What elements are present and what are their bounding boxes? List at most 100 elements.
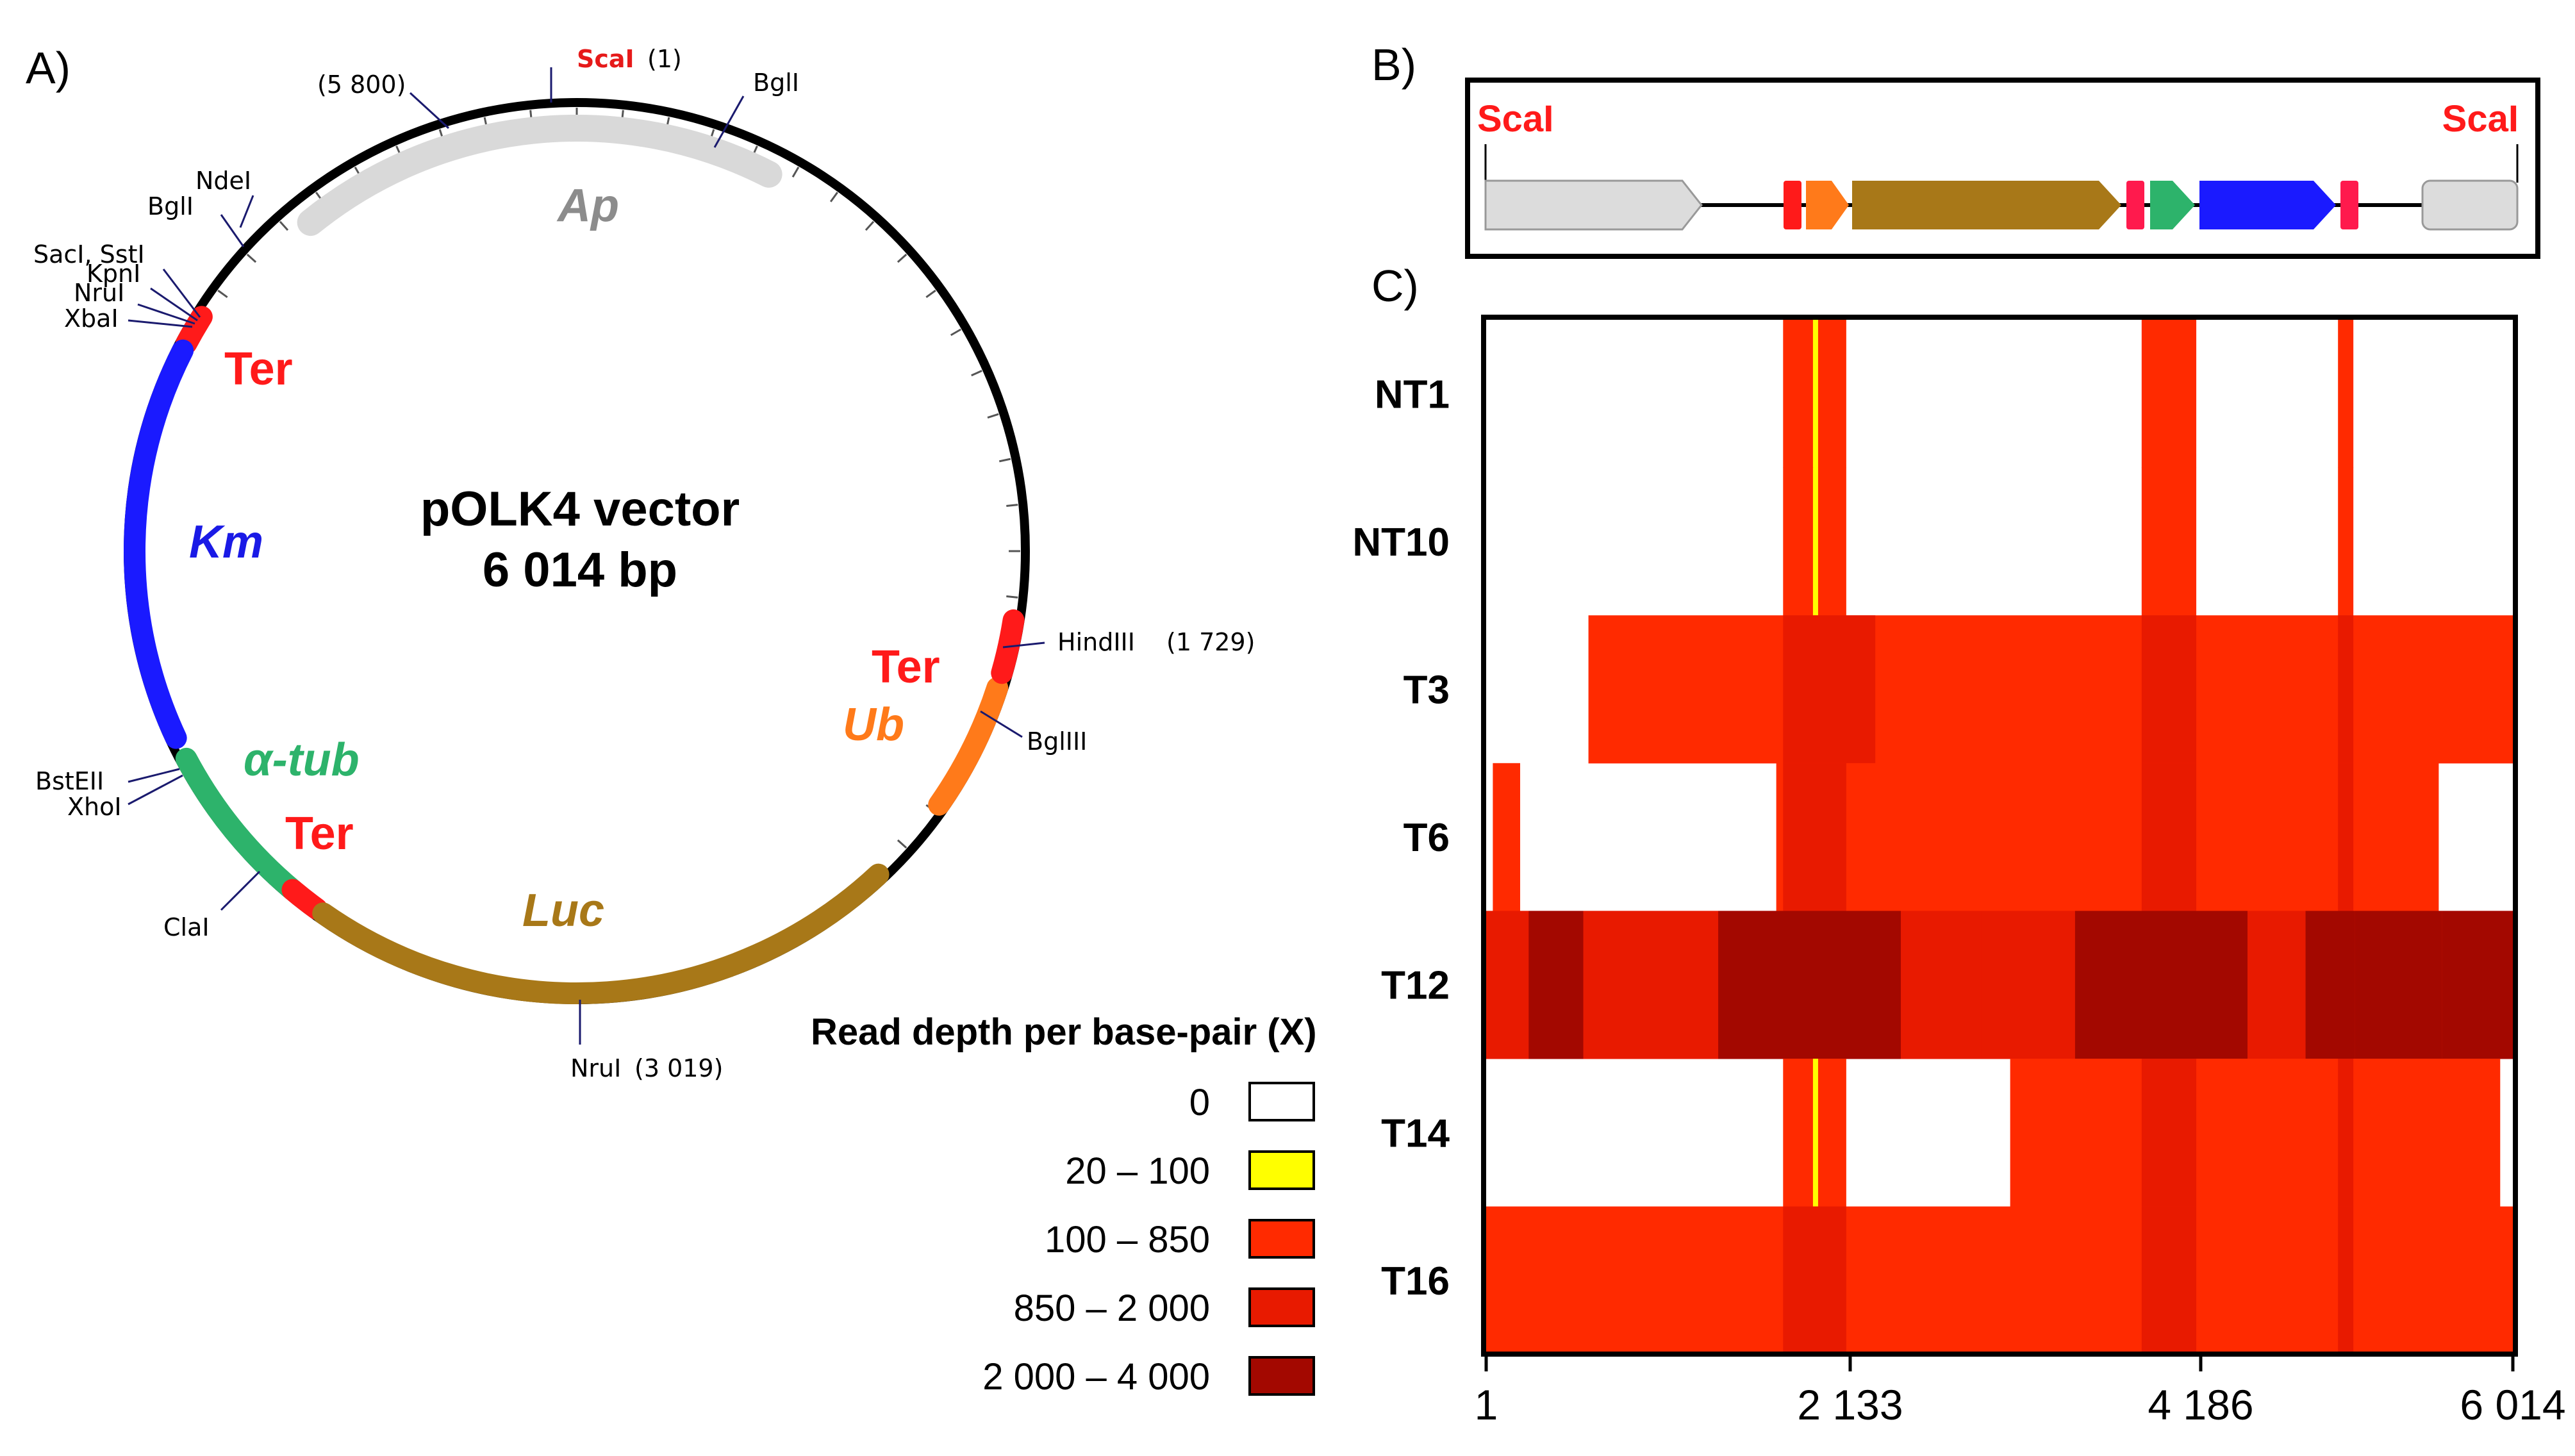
feature-label-ap: Ap [556, 180, 619, 231]
plasmid-tick [865, 220, 875, 231]
legend-swatch [1248, 1219, 1315, 1259]
legend-label: 2 000 – 4 000 [982, 1356, 1210, 1398]
plasmid-tick [829, 192, 838, 203]
linear-element-ter-3 [2340, 181, 2358, 229]
feature-label-km: Km [189, 517, 263, 568]
heatmap-cell [2010, 1059, 2501, 1207]
linear-scai-left: ScaI [1477, 98, 1553, 140]
heatmap-cell [2305, 911, 2355, 1059]
heatmap-cell [1486, 1206, 2513, 1355]
plasmid-tick [279, 220, 289, 231]
plasmid-map: pOLK4 vector 6 014 bp Ap Ter Km α-tub Te… [33, 45, 1255, 1082]
plasmid-tick [1006, 504, 1018, 508]
site-saci-ssti: SacI, SstI [33, 240, 145, 269]
heatmap-cell [1718, 911, 1901, 1059]
heatmap-row-label: T14 [1381, 1111, 1450, 1155]
legend-label: 0 [1189, 1082, 1210, 1123]
heatmap-cell [1981, 911, 2075, 1059]
feature-arc-ap [297, 115, 782, 236]
heatmap-cell [1812, 320, 1818, 468]
linear-map: ScaI ScaI [1465, 78, 2540, 259]
panel-label-a: A) [26, 43, 70, 93]
site-bsteii: BstEII [35, 767, 104, 795]
heatmap-cell [1817, 467, 1846, 616]
heatmap-cell [1783, 320, 1814, 468]
legend-title: Read depth per base-pair (X) [811, 1011, 1317, 1053]
heatmap-row-label: T3 [1403, 668, 1450, 713]
site-ndei: NdeI [195, 167, 251, 195]
heatmap-cell [2338, 320, 2354, 468]
heatmap-cell [2355, 911, 2442, 1059]
site-clai: ClaI [163, 913, 210, 941]
legend-swatch [1248, 1150, 1315, 1190]
linear-element-ap-end [2421, 179, 2519, 231]
heatmap-row-label: T12 [1381, 964, 1450, 1008]
heatmap-row-label: NT1 [1375, 372, 1450, 417]
site-hindiii: HindIII [1057, 628, 1135, 656]
site-nrui-2-pos: (3 019) [634, 1054, 723, 1082]
site-nrui: NruI [74, 279, 124, 307]
heatmap-cell [1783, 467, 1814, 616]
heatmap-row-label: T16 [1381, 1259, 1450, 1303]
feature-label-alpha-tub: α-tub [244, 734, 360, 786]
site-bgliii: BglIII [1027, 727, 1087, 756]
site-nrui-2: NruI [570, 1054, 621, 1082]
heatmap-cell [2141, 615, 2197, 764]
panel-label-b: B) [1371, 40, 1416, 90]
feature-label-ter-2: Ter [285, 808, 354, 859]
heatmap-cell [2338, 467, 2354, 616]
heatmap-cell [2141, 320, 2197, 468]
feature-label-ter-3: Ter [872, 641, 940, 693]
plasmid-name: pOLK4 vector [420, 482, 740, 536]
heatmap-row-label: NT10 [1352, 520, 1450, 565]
feature-label-luc: Luc [522, 885, 604, 936]
feature-label-ub: Ub [843, 699, 904, 750]
heatmap-rows [1486, 320, 2513, 1355]
heatmap-cell [1817, 320, 1846, 468]
heatmap-frame [1481, 315, 2518, 1357]
linear-element-ub [1806, 181, 1849, 229]
linear-element-ter-1 [1784, 181, 1801, 229]
heatmap-cell [1812, 1059, 1818, 1207]
feature-arc-luc [312, 863, 890, 1004]
feature-arc-ter-2 [281, 879, 328, 920]
heatmap-cell [2247, 911, 2306, 1059]
heatmap-cell [2338, 763, 2354, 911]
legend-swatch [1248, 1287, 1315, 1327]
site-5800: (5 800) [317, 70, 406, 99]
heatmap-x-tick-label: 6 014 [2460, 1381, 2565, 1428]
feature-arc-alpha-tub [175, 747, 304, 901]
heatmap-cell [2442, 911, 2513, 1059]
heatmap-cell [1486, 911, 1529, 1059]
legend-swatch [1248, 1356, 1315, 1396]
site-scai-pos: (1) [647, 45, 682, 73]
linear-element-alpha-tub [2150, 181, 2195, 229]
site-scai: ScaI [577, 45, 634, 73]
feature-label-ter-1: Ter [224, 343, 293, 395]
site-bgli-1: BglI [753, 69, 799, 97]
heatmap-cell [1783, 1206, 1846, 1355]
heatmap-cell [2141, 1059, 2197, 1207]
heatmap-cell [1783, 763, 1846, 911]
legend-label: 20 – 100 [1065, 1150, 1210, 1192]
plasmid-tick [246, 253, 257, 263]
heatmap-x-tick-label: 1 [1475, 1381, 1498, 1428]
panel-label-c: C) [1371, 261, 1419, 311]
heatmap-cell [1776, 763, 2439, 911]
linear-element-ap [1484, 179, 1703, 231]
heatmap-x-tick-label: 2 133 [1797, 1381, 1903, 1428]
plasmid-tick [971, 370, 982, 377]
heatmap-cell [2338, 1206, 2354, 1355]
site-leader-lines [128, 67, 1045, 1045]
heatmap-cell [2338, 615, 2354, 764]
site-hindiii-pos: (1 729) [1166, 628, 1255, 656]
legend-label: 850 – 2 000 [1014, 1287, 1210, 1329]
site-xbai: XbaI [64, 304, 119, 333]
heatmap-cell [1528, 911, 1584, 1059]
plasmid-tick [925, 290, 936, 299]
legend: Read depth per base-pair (X) 020 – 10010… [811, 1011, 1317, 1398]
plasmid-tick [217, 290, 228, 299]
